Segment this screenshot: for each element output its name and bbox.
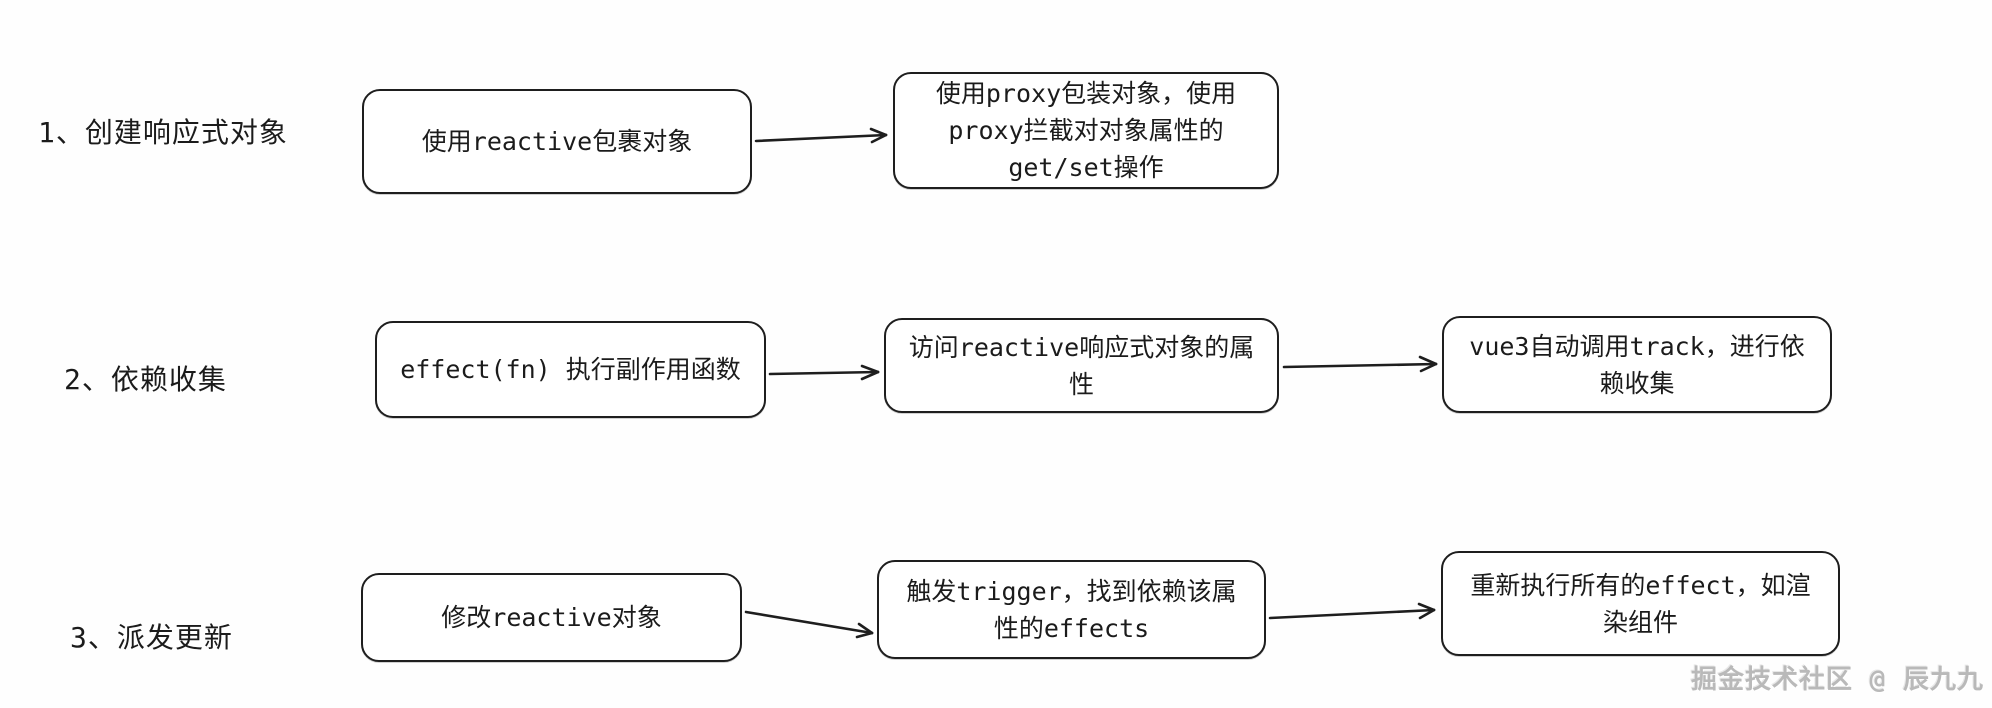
node-vue3-track-collect-deps: vue3自动调用track，进行依赖收集 — [1442, 316, 1832, 413]
node-modify-reactive-object: 修改reactive对象 — [361, 573, 742, 662]
arrow-row3-2 — [1268, 602, 1436, 620]
juejin-watermark: 掘金技术社区 @ 辰九九 — [1691, 665, 1984, 695]
node-proxy-intercept-getset: 使用proxy包装对象，使用proxy拦截对对象属性的get/set操作 — [893, 72, 1279, 189]
node-reactive-wrap-object: 使用reactive包裹对象 — [362, 89, 752, 194]
row-label-dependency-collection: 2、依赖收集 — [64, 363, 227, 396]
arrow-row2-1 — [768, 364, 880, 381]
row-label-create-reactive-object: 1、创建响应式对象 — [38, 116, 288, 149]
node-rerun-effects-render: 重新执行所有的effect，如渲染组件 — [1441, 551, 1840, 656]
node-access-reactive-property: 访问reactive响应式对象的属性 — [884, 318, 1279, 413]
arrow-row3-1 — [744, 610, 874, 639]
node-effect-fn-run-side-effect: effect(fn) 执行副作用函数 — [375, 321, 766, 418]
arrow-row1-1 — [754, 127, 888, 144]
arrow-row2-2 — [1282, 355, 1438, 373]
row-label-dispatch-update: 3、派发更新 — [70, 621, 233, 654]
node-trigger-find-effects: 触发trigger，找到依赖该属性的effects — [877, 560, 1266, 659]
